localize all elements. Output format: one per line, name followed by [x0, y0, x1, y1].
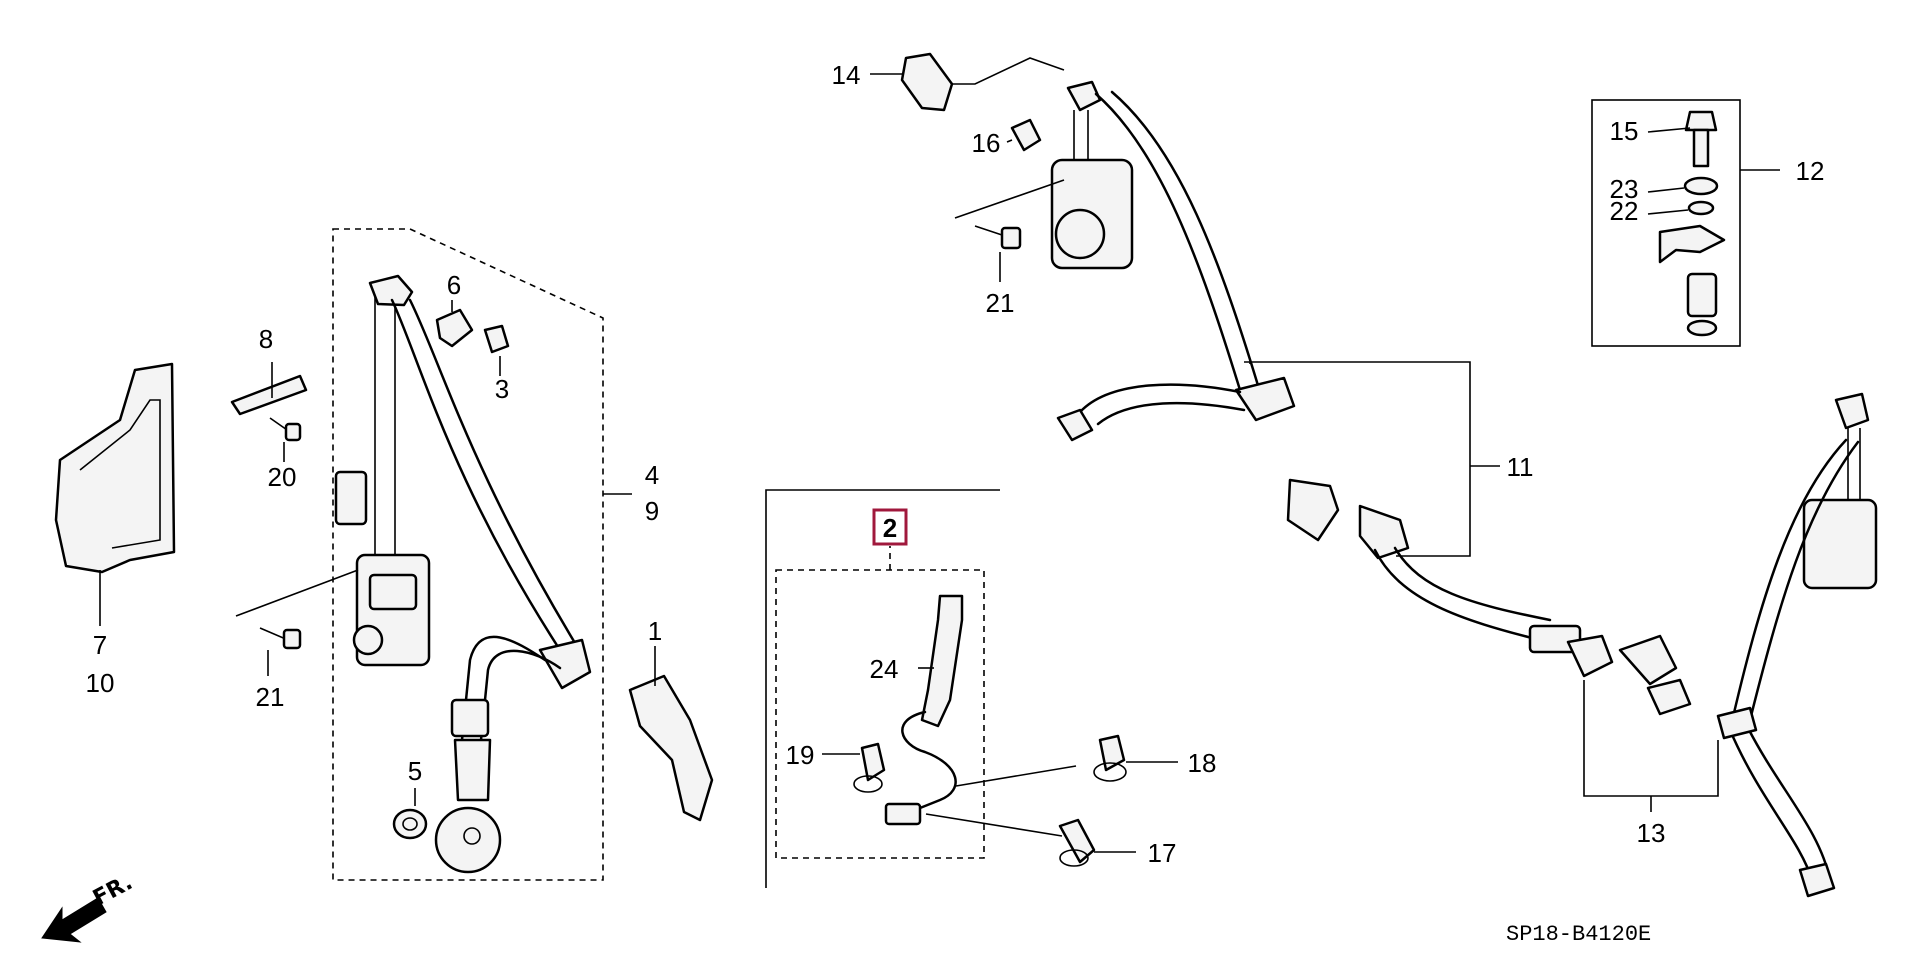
callout-20: 20	[268, 462, 297, 492]
callout-5: 5	[408, 756, 422, 786]
callout-8: 8	[259, 324, 273, 354]
callout-3: 3	[495, 374, 509, 404]
part-22-washer	[1687, 200, 1715, 216]
rear-outer-belt-group	[1566, 392, 1878, 898]
callout-4: 4	[645, 460, 659, 490]
front-belt-webbing	[390, 298, 562, 652]
diagram-code: SP18-B4120E	[1506, 922, 1651, 947]
rear-outer-retractor	[1802, 498, 1878, 590]
part-24-buckle	[920, 594, 964, 728]
callout-2: 2	[883, 513, 897, 543]
rear-tongue-plate	[1286, 478, 1340, 542]
front-retractor	[334, 290, 431, 667]
callout-7: 7	[93, 630, 107, 660]
group-2-subbox	[775, 569, 985, 859]
front-upper-anchor	[368, 274, 414, 307]
rear-outer-belt-webbing	[1728, 438, 1848, 882]
part-7-10-trim-cover	[54, 362, 176, 574]
rear-belt-webbing	[1094, 92, 1242, 392]
callout-24: 24	[870, 654, 899, 684]
callout-19: 19	[786, 740, 815, 770]
part-5-washer	[392, 808, 428, 840]
part-17-clip	[1058, 818, 1096, 864]
callout-17: 17	[1148, 838, 1177, 868]
callout-12: 12	[1796, 156, 1825, 186]
part-6-guide	[435, 308, 474, 348]
callout-22: 22	[1610, 196, 1639, 226]
part-21-bolt-top	[954, 179, 1065, 250]
part-21-bolt-left	[235, 569, 359, 650]
bolt-kit-group	[1591, 99, 1780, 347]
callout-15: 15	[1610, 116, 1639, 146]
callout-9: 9	[645, 496, 659, 526]
part-1-buckle-cover	[628, 674, 714, 822]
front-lower-anchor-plate	[434, 806, 502, 874]
callout-11: 11	[1507, 452, 1534, 482]
part-2-highlight	[872, 508, 908, 546]
callout-6: 6	[447, 270, 461, 300]
callout-21-left: 21	[256, 682, 285, 712]
front-belt-lower	[538, 638, 592, 690]
group-11-bracket	[1244, 361, 1471, 557]
callout-labels: 1 2 3 4 5 6 7 8 9 10 11 12 13 14 15 16 1…	[86, 60, 1825, 868]
callout-10: 10	[86, 668, 115, 698]
part-15-bolt	[1684, 110, 1718, 132]
callout-21-top: 21	[986, 288, 1015, 318]
front-direction-indicator: FR.	[41, 870, 137, 943]
part-13-buckle	[1566, 634, 1614, 678]
part-20-bolt	[269, 417, 302, 442]
buckle-group	[765, 489, 1127, 888]
part-8-bracket	[230, 374, 308, 416]
rear-retractor-group	[900, 52, 1582, 654]
part-14-cover	[900, 52, 954, 112]
callout-13: 13	[1637, 818, 1666, 848]
callout-18: 18	[1188, 748, 1217, 778]
callout-1: 1	[648, 616, 662, 646]
group-2-bracket	[765, 489, 1000, 888]
kit-spacer	[1686, 272, 1718, 318]
buckle-harness	[901, 710, 957, 814]
leader-lines	[99, 73, 1691, 853]
part-23-washer	[1683, 176, 1719, 196]
callout-14: 14	[832, 60, 861, 90]
group-12-box	[1591, 99, 1741, 347]
part-19-clip	[860, 742, 886, 782]
part-3-cap	[483, 324, 510, 354]
callout-23: 23	[1610, 174, 1639, 204]
kit-bracket	[1658, 224, 1726, 264]
callout-16: 16	[972, 128, 1001, 158]
front-seat-belt-group	[54, 228, 714, 881]
part-16-anchor	[1010, 118, 1042, 152]
front-arrow-icon	[41, 897, 107, 943]
part-18-clip	[1098, 734, 1126, 772]
